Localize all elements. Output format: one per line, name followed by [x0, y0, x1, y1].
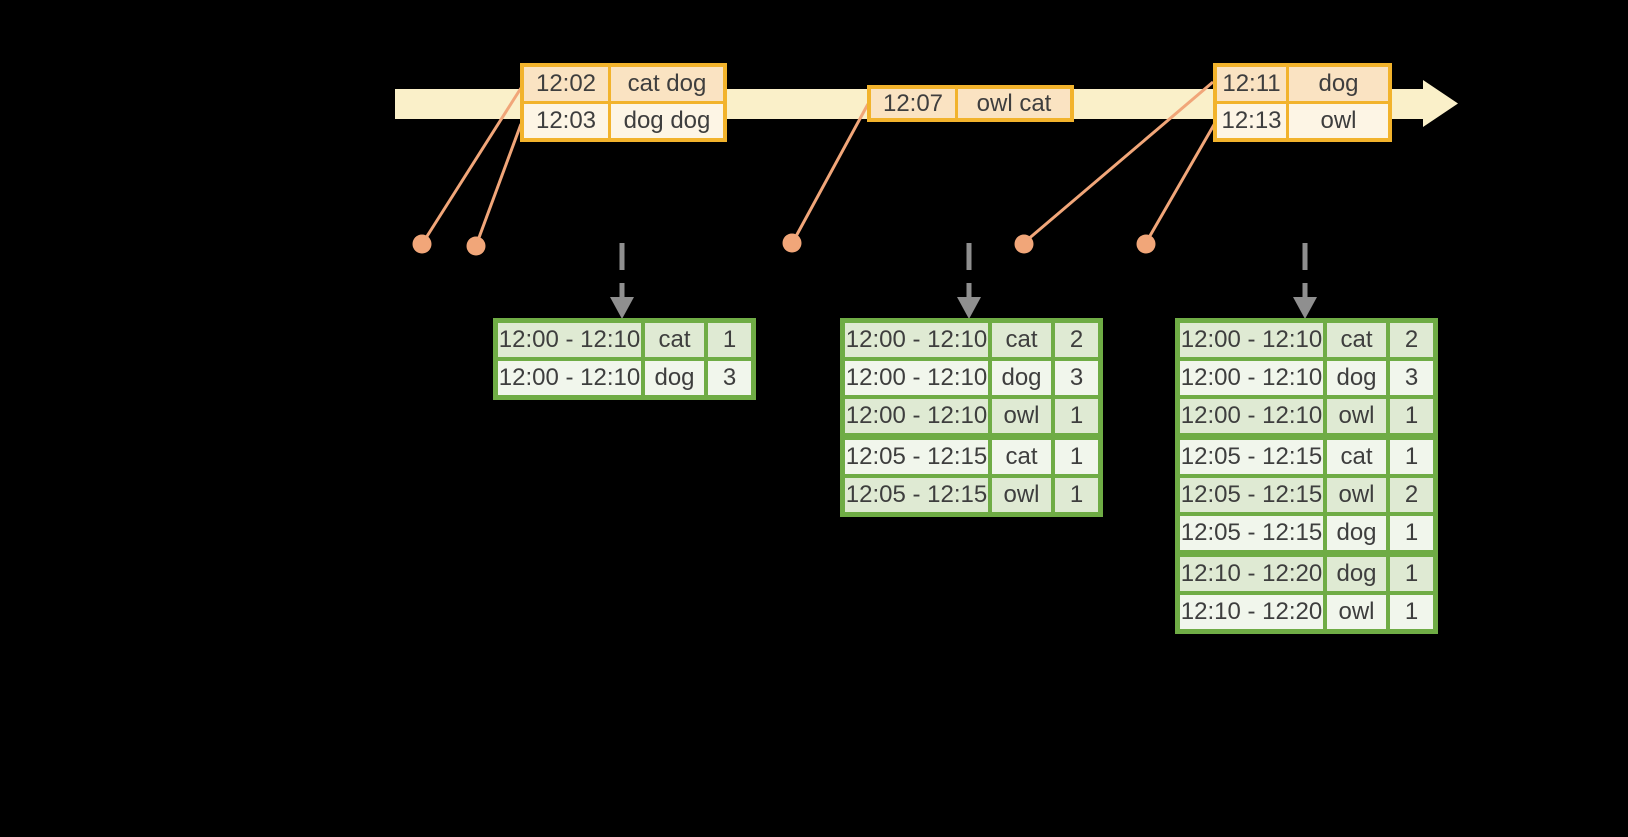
event-connector-line	[475, 123, 523, 244]
result-word: owl	[992, 399, 1051, 433]
result-count: 3	[1390, 361, 1433, 395]
trigger-arrow-head	[610, 297, 634, 319]
result-count: 1	[1390, 516, 1433, 550]
result-row: 12:00 - 12:10 cat 2	[1180, 323, 1433, 357]
result-window: 12:05 - 12:15	[1180, 478, 1323, 512]
result-count: 1	[1390, 557, 1433, 591]
event-time: 12:13	[1217, 104, 1286, 138]
result-row: 12:10 - 12:20 owl 1	[1180, 595, 1433, 629]
event-time: 12:11	[1217, 67, 1286, 101]
result-window: 12:00 - 12:10	[498, 323, 641, 357]
result-table-3: 12:00 - 12:10 cat 2 12:00 - 12:10 dog 3 …	[1175, 318, 1438, 634]
event-row: 12:07 owl cat	[871, 89, 1070, 118]
result-word: owl	[1327, 399, 1386, 433]
result-row: 12:00 - 12:10 owl 1	[1180, 399, 1433, 433]
input-event-table-1: 12:02 cat dog 12:03 dog dog	[520, 63, 727, 142]
result-row: 12:00 - 12:10 dog 3	[1180, 361, 1433, 395]
event-row: 12:03 dog dog	[524, 104, 723, 138]
result-word: owl	[992, 478, 1051, 512]
result-window: 12:10 - 12:20	[1180, 557, 1323, 591]
result-row: 12:05 - 12:15 owl 2	[1180, 478, 1433, 512]
event-words: dog dog	[611, 104, 723, 138]
result-row: 12:00 - 12:10 cat 2	[845, 323, 1098, 357]
result-count: 1	[1055, 478, 1098, 512]
result-window: 12:05 - 12:15	[845, 478, 988, 512]
result-window: 12:00 - 12:10	[1180, 399, 1323, 433]
event-connector-line	[1025, 80, 1214, 243]
result-window: 12:10 - 12:20	[1180, 595, 1323, 629]
result-row: 12:05 - 12:15 owl 1	[845, 478, 1098, 512]
event-words: owl cat	[958, 89, 1070, 118]
event-row: 12:11 dog	[1217, 67, 1388, 101]
result-count: 1	[1390, 399, 1433, 433]
result-word: owl	[1327, 478, 1386, 512]
result-window: 12:00 - 12:10	[845, 399, 988, 433]
event-connector-line	[792, 103, 870, 241]
result-window: 12:00 - 12:10	[498, 361, 641, 395]
result-word: dog	[992, 361, 1051, 395]
event-connector-line	[422, 87, 523, 242]
result-count: 1	[708, 323, 751, 357]
result-row: 12:00 - 12:10 dog 3	[845, 361, 1098, 395]
event-time: 12:03	[524, 104, 608, 138]
result-word: dog	[645, 361, 704, 395]
result-word: dog	[1327, 516, 1386, 550]
event-words: cat dog	[611, 67, 723, 101]
trigger-arrow-head	[1293, 297, 1317, 319]
result-word: cat	[645, 323, 704, 357]
event-marker-dot	[412, 234, 432, 254]
result-row: 12:10 - 12:20 dog 1	[1180, 557, 1433, 591]
result-word: cat	[1327, 323, 1386, 357]
result-count: 2	[1055, 323, 1098, 357]
result-table-2: 12:00 - 12:10 cat 2 12:00 - 12:10 dog 3 …	[840, 318, 1103, 517]
result-row: 12:05 - 12:15 cat 1	[845, 440, 1098, 474]
result-window: 12:00 - 12:10	[1180, 361, 1323, 395]
result-count: 3	[1055, 361, 1098, 395]
event-marker-dot	[466, 236, 486, 256]
result-row: 12:00 - 12:10 cat 1	[498, 323, 751, 357]
result-row: 12:00 - 12:10 owl 1	[845, 399, 1098, 433]
result-window: 12:05 - 12:15	[845, 440, 988, 474]
event-words: owl	[1289, 104, 1388, 138]
result-window: 12:05 - 12:15	[1180, 516, 1323, 550]
input-event-table-2: 12:07 owl cat	[867, 85, 1074, 122]
input-event-table-3: 12:11 dog 12:13 owl	[1213, 63, 1392, 142]
result-word: cat	[1327, 440, 1386, 474]
result-word: cat	[992, 323, 1051, 357]
result-window: 12:00 - 12:10	[845, 361, 988, 395]
event-time: 12:02	[524, 67, 608, 101]
event-marker-dot	[1136, 234, 1156, 254]
event-marker-dot	[1014, 234, 1034, 254]
result-count: 3	[708, 361, 751, 395]
event-marker-dot	[782, 233, 802, 253]
result-window: 12:05 - 12:15	[1180, 440, 1323, 474]
result-count: 1	[1055, 399, 1098, 433]
result-word: dog	[1327, 361, 1386, 395]
result-word: dog	[1327, 557, 1386, 591]
result-window: 12:00 - 12:10	[845, 323, 988, 357]
result-row: 12:00 - 12:10 dog 3	[498, 361, 751, 395]
result-table-1: 12:00 - 12:10 cat 1 12:00 - 12:10 dog 3	[493, 318, 756, 400]
result-count: 1	[1390, 440, 1433, 474]
result-count: 2	[1390, 323, 1433, 357]
result-count: 1	[1390, 595, 1433, 629]
event-time: 12:07	[871, 89, 955, 118]
trigger-arrow-head	[957, 297, 981, 319]
result-row: 12:05 - 12:15 dog 1	[1180, 516, 1433, 550]
event-connector-line	[1145, 122, 1217, 242]
result-count: 1	[1055, 440, 1098, 474]
result-row: 12:05 - 12:15 cat 1	[1180, 440, 1433, 474]
result-word: cat	[992, 440, 1051, 474]
result-count: 2	[1390, 478, 1433, 512]
result-window: 12:00 - 12:10	[1180, 323, 1323, 357]
event-row: 12:02 cat dog	[524, 67, 723, 101]
event-row: 12:13 owl	[1217, 104, 1388, 138]
result-word: owl	[1327, 595, 1386, 629]
event-words: dog	[1289, 67, 1388, 101]
